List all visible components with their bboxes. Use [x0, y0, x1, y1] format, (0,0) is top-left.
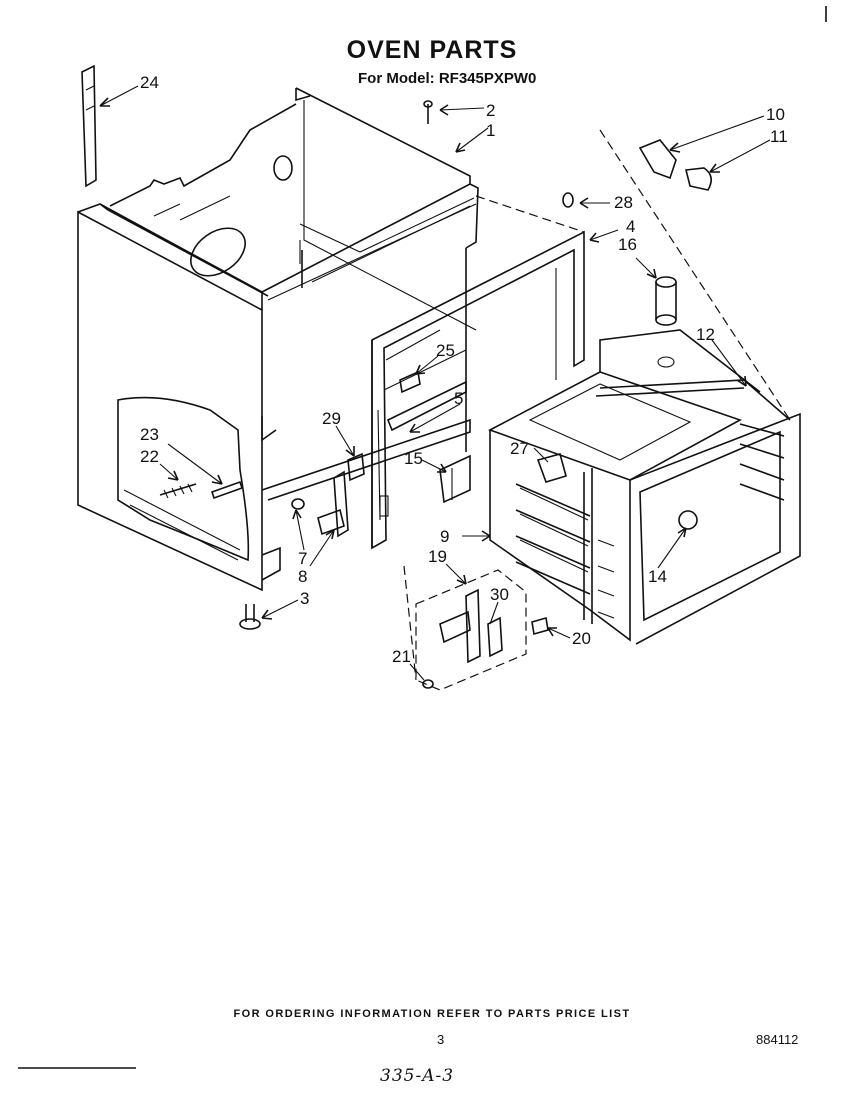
callout-9: 9 [440, 527, 449, 546]
page-title: OVEN PARTS [346, 36, 518, 64]
callout-25: 25 [436, 341, 455, 360]
callout-16: 16 [618, 235, 637, 254]
callout-12: 12 [696, 325, 715, 344]
model-subtitle: For Model: RF345PXPW0 [358, 70, 537, 87]
callout-14: 14 [648, 567, 667, 586]
callout-7: 7 [298, 549, 307, 568]
part-10-11-light [638, 139, 712, 191]
part-4-front-frame [371, 230, 585, 550]
callout-19: 19 [428, 547, 447, 566]
part-24-bracket [81, 64, 97, 188]
part-22-23-element [159, 480, 244, 500]
callout-20: 20 [572, 629, 591, 648]
part-9-oven-liner [488, 329, 801, 645]
leader-dash-3 [599, 129, 791, 421]
callout-labels: 24 2 1 10 11 28 4 16 12 25 5 29 23 22 15… [140, 73, 788, 666]
part-3-leg [239, 604, 261, 630]
callout-24: 24 [140, 73, 159, 92]
page-number: 3 [437, 1032, 445, 1047]
document-number: 884112 [756, 1032, 799, 1047]
part-5-bracket [386, 380, 467, 432]
callout-5: 5 [454, 389, 463, 408]
callout-4: 4 [626, 217, 635, 236]
callout-10: 10 [766, 105, 785, 124]
part-8-hinge [317, 470, 349, 538]
part-25-connector [399, 370, 421, 394]
callout-8: 8 [298, 567, 307, 586]
part-19-30-latch-assembly [415, 569, 549, 691]
leader-lines [99, 85, 771, 681]
callout-3: 3 [300, 589, 309, 608]
callout-21: 21 [392, 647, 411, 666]
part-28-plug [562, 192, 574, 208]
handwritten-reference: 335-A-3 [380, 1066, 455, 1086]
part-15-bracket [439, 454, 471, 504]
part-7-washer [291, 498, 305, 510]
callout-11: 11 [770, 127, 788, 146]
leader-dash-2 [403, 565, 417, 681]
callout-23: 23 [140, 425, 159, 444]
callout-22: 22 [140, 447, 159, 466]
part-2-screw [423, 100, 433, 124]
ordering-note: FOR ORDERING INFORMATION REFER TO PARTS … [233, 1008, 631, 1020]
part-29-spacer [347, 452, 365, 482]
part-1-cabinet [77, 87, 479, 592]
callout-2: 2 [486, 101, 495, 120]
callout-1: 1 [486, 121, 495, 140]
callout-29: 29 [322, 409, 341, 428]
part-16-socket [655, 276, 677, 368]
callout-30: 30 [490, 585, 509, 604]
leader-dash-1 [475, 195, 585, 233]
callout-15: 15 [404, 449, 423, 468]
callout-27: 27 [510, 439, 529, 458]
callout-28: 28 [614, 193, 633, 212]
